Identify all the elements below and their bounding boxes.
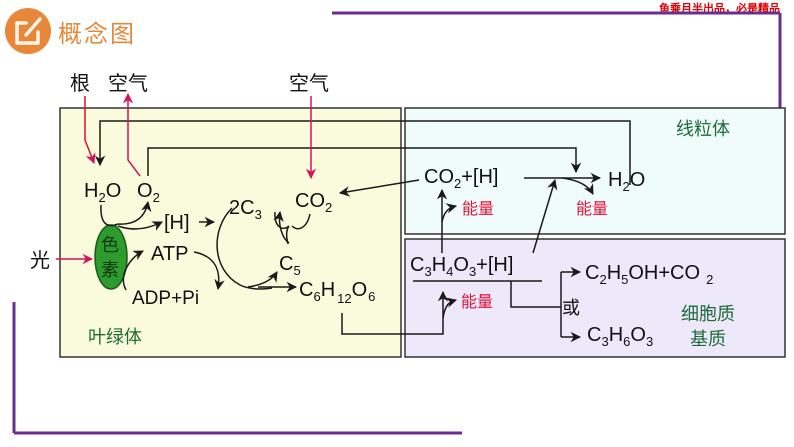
- air-label-mid: 空气: [289, 71, 329, 95]
- chloroplast-o2: O2: [137, 180, 160, 205]
- page-title: 概念图: [58, 20, 136, 48]
- cytoplasm-box: [404, 238, 786, 358]
- arrow-h-to-mito: [532, 178, 558, 254]
- mito-energy-2: 能量: [576, 199, 608, 218]
- arrow-pigment-to-h: [117, 221, 163, 231]
- arrow-mito-h2o-to-chloroplast-h2o: [94, 120, 631, 185]
- cytoplasm-energy: 能量: [461, 292, 493, 311]
- chloroplast-adp-pi: ADP+Pi: [132, 288, 199, 309]
- arrow-mito-energy-2: [561, 177, 594, 195]
- arrow-mito-energy-1: [441, 203, 458, 223]
- line-h2o-to-pigment: [100, 204, 119, 227]
- cytoplasm-label-1: 细胞质: [681, 304, 735, 325]
- light-label: 光: [30, 248, 50, 272]
- chloroplast-c5: C5: [279, 253, 301, 278]
- cytoplasm-label-2: 基质: [690, 329, 726, 350]
- line-anaerobic-branch: [510, 281, 561, 308]
- mito-h2o: H2O: [608, 169, 645, 194]
- pigment-label-2: 素: [101, 260, 119, 281]
- chloroplast-2c3: 2C3: [229, 197, 262, 222]
- line-co2-fixation: [291, 213, 311, 230]
- mitochondrion-box: [404, 107, 786, 235]
- root-label: 根: [70, 71, 90, 95]
- chloroplast-label: 叶绿体: [88, 327, 142, 348]
- arrow-glucose-to-pyruvate: [341, 290, 449, 335]
- arrow-c5-to-c3: [273, 210, 290, 244]
- arrow-adp-to-atp: [122, 250, 144, 291]
- arrow-o2-to-air: [122, 92, 141, 177]
- mito-energy-1: 能量: [462, 199, 494, 218]
- mitochondrion-label: 线粒体: [676, 119, 730, 140]
- chloroplast-nadph: [H]: [164, 212, 190, 234]
- edit-icon: [5, 8, 51, 54]
- arrow-root-to-h2o: [84, 96, 96, 164]
- arrow-atp-to-adp: [193, 251, 225, 291]
- pigment-label-1: 色: [101, 235, 119, 256]
- calvin-cycle-left-arc: [216, 207, 273, 290]
- chloroplast-co2: CO2: [295, 190, 332, 215]
- or-label: 或: [562, 298, 580, 319]
- arrow-o2-to-mito: [147, 147, 582, 176]
- chloroplast-h2o: H2O: [84, 180, 121, 205]
- arrow-cycle-to-c5: [247, 271, 278, 288]
- pyruvate: C3H4O3+[H]: [410, 254, 513, 279]
- mito-co2-h: CO2+[H]: [424, 166, 498, 191]
- arrow-glycolysis-energy: [442, 297, 458, 319]
- arrow-mito-co2-to-chloroplast: [338, 179, 420, 197]
- arrow-pigment-to-o2: [117, 200, 152, 225]
- lactate: C3H6O3: [587, 324, 653, 349]
- air-label-left: 空气: [108, 71, 148, 95]
- chloroplast-atp: ATP: [151, 243, 188, 265]
